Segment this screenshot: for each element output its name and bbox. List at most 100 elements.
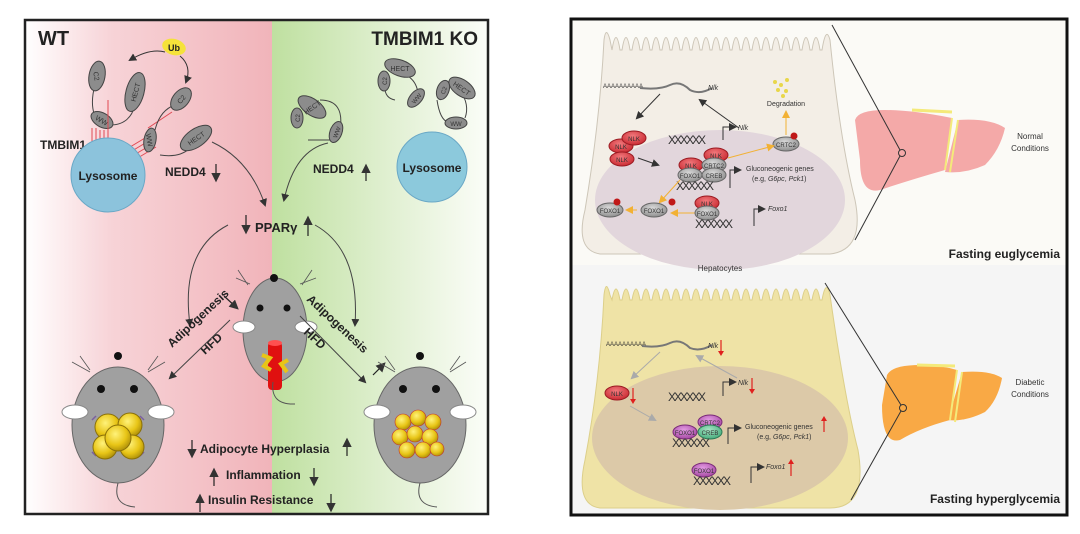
- outcome-label-1: Inflammation: [226, 468, 301, 482]
- outcome-label-2: Insulin Resistance: [208, 493, 314, 507]
- svg-text:NLK: NLK: [611, 392, 623, 398]
- gluco-complex-top: NLK NLK CRTC2 FOXO1 CREB XXXXXX Gluconeo…: [676, 143, 814, 193]
- svg-text:WW: WW: [144, 133, 153, 148]
- outcome-inflammation: Inflammation: [209, 467, 319, 487]
- svg-text:XXXXXX: XXXXXX: [695, 217, 733, 231]
- lysosome-ko-label: Lysosome: [403, 161, 462, 175]
- foxo1-export: FOXO1 FOXO1 NLK FOXO1 XXXXXX Foxo1: [596, 179, 788, 231]
- nedd4-ko-2: HECT C2 WW: [377, 58, 425, 108]
- pparg-to-adipo-ko: [314, 224, 360, 327]
- nedd4-ko-label: NEDD4: [313, 162, 354, 176]
- foxo1-gene-label-top: Foxo1: [768, 206, 788, 213]
- svg-text:C2: C2: [177, 94, 188, 105]
- svg-text:HECT: HECT: [390, 66, 410, 73]
- polyA-tail: AAAAAAAAAA: [603, 84, 643, 90]
- foxo1-bottom: FOXO1 XXXXXX Foxo1: [691, 459, 794, 488]
- nlk-mrna-label: Nlk: [708, 85, 719, 92]
- outcome-insulin-resistance: Insulin Resistance: [195, 493, 336, 513]
- svg-text:FOXO1: FOXO1: [694, 469, 715, 475]
- svg-text:C2: C2: [441, 85, 449, 95]
- condition-label-top-2: Conditions: [1011, 144, 1049, 153]
- svg-text:C2: C2: [91, 71, 99, 81]
- state-title-bottom: Fasting hyperglycemia: [930, 492, 1060, 506]
- hepatocyte-diabetic: [581, 286, 861, 510]
- gluco-complex-bottom: CRTC2 FOXO1 CREB XXXXXX Gluconeogenic ge…: [672, 414, 827, 450]
- dna-nlk-gene: XXXXXX Nlk: [668, 123, 749, 147]
- adipo-wt-down-arrow: [223, 295, 239, 310]
- svg-text:NLK: NLK: [615, 145, 627, 151]
- mouse-wt: [61, 352, 175, 508]
- svg-text:NLK: NLK: [628, 137, 640, 143]
- liver-normal: Normal Conditions: [831, 24, 1049, 241]
- svg-text:FOXO1: FOXO1: [600, 209, 621, 215]
- svg-text:C2: C2: [296, 114, 302, 122]
- left-panel-frame: [23, 18, 490, 516]
- svg-text:C2: C2: [383, 77, 389, 85]
- right-panel-frame: [569, 17, 1069, 517]
- svg-text:FOXO1: FOXO1: [675, 431, 696, 437]
- svg-text:CRTC2: CRTC2: [776, 143, 797, 149]
- nucleus-diabetic: [592, 366, 848, 510]
- tmbim1-label: TMBIM1: [40, 138, 86, 152]
- ubiquitin-bubble: [162, 38, 186, 56]
- pparg-to-adipo-wt: [185, 224, 229, 327]
- svg-text:XXXXXX: XXXXXX: [672, 436, 710, 450]
- nedd4-wt-label: NEDD4: [165, 165, 206, 179]
- svg-text:XXXXXX: XXXXXX: [676, 179, 714, 193]
- gluco-examples-bottom: (e.g, G6pc, Pck1): [757, 434, 811, 441]
- callout-line-bottom: [824, 282, 902, 501]
- callout-line-top: [831, 24, 901, 241]
- svg-text:NLK: NLK: [701, 202, 713, 208]
- svg-text:FOXO1: FOXO1: [644, 209, 665, 215]
- lysosome-ko: [396, 131, 468, 203]
- nedd4-ko-1: HECT C2 WW: [290, 95, 344, 144]
- svg-text:FOXO1: FOXO1: [680, 174, 701, 180]
- nedd4-to-pparg-arrow-ko: [281, 142, 329, 202]
- nedd4-wt-1: C2 HECT WW: [88, 60, 146, 130]
- pparg-label: PPARγ: [255, 220, 298, 235]
- top-pathway: AAAAAAAAAA Nlk XXXXXX Nlk Degradation CR…: [596, 78, 814, 231]
- wt-title: WT: [38, 28, 69, 50]
- outcome-adipocyte-hyperplasia: Adipocyte Hyperplasia: [187, 437, 352, 459]
- condition-label-top-1: Normal: [1017, 132, 1043, 141]
- outcome-label-0: Adipocyte Hyperplasia: [200, 442, 330, 456]
- svg-text:CRTC2: CRTC2: [704, 164, 725, 170]
- svg-text:CRTC2: CRTC2: [700, 421, 721, 427]
- nlk-mrna-label-bottom: Nlk: [708, 343, 719, 350]
- svg-text:XXXXXX: XXXXXX: [668, 390, 706, 404]
- svg-text:FOXO1: FOXO1: [697, 212, 718, 218]
- ub-arrow-left: [128, 50, 166, 62]
- svg-text:NLK: NLK: [685, 164, 697, 170]
- condition-label-bottom-1: Diabetic: [1016, 378, 1045, 387]
- polyA-tail-bottom: AAAAAAAAAA: [606, 342, 646, 348]
- svg-text:XXXXXX: XXXXXX: [693, 474, 731, 488]
- degradation-label: Degradation: [767, 101, 805, 108]
- foxo1-gene-label-bottom: Foxo1: [766, 464, 786, 471]
- nedd4-wt-2: C2 WW HECT: [143, 87, 213, 157]
- ub-label: Ub: [168, 43, 180, 53]
- lysosome-wt-label: Lysosome: [79, 169, 138, 183]
- nlk-cytoplasm: NLK NLK NLK: [608, 130, 660, 167]
- nlk-gene-label: Nlk: [738, 125, 749, 132]
- liver-diabetic: Diabetic Conditions: [824, 282, 1049, 501]
- mouse-center: [232, 269, 318, 405]
- svg-text:NLK: NLK: [710, 154, 722, 160]
- mouse-ko: [363, 352, 477, 508]
- ko-title: TMBIM1 KO: [371, 29, 478, 50]
- gluco-examples-top: (e.g, G6pc, Pck1): [752, 176, 806, 183]
- outcome-list: Adipocyte Hyperplasia Inflammation Insul…: [187, 437, 352, 513]
- degradation-group: Degradation CRTC2: [767, 78, 805, 152]
- svg-text:WW: WW: [333, 126, 343, 139]
- gluco-label-bottom: Gluconeogenic genes: [745, 424, 813, 431]
- adipo-ko-up-arrow: [372, 362, 386, 376]
- bottom-pathway: AAAAAAAAAA Nlk XXXXXX Nlk NLK CRTC2 FOXO…: [604, 340, 827, 488]
- hepatocytes-label: Hepatocytes: [698, 264, 742, 273]
- nlk-cytoplasm-bottom: [604, 385, 630, 401]
- svg-text:CREB: CREB: [706, 174, 723, 180]
- nedd4-ko-3: HECT C2 WW: [435, 76, 476, 130]
- nlk-gene-label-bottom: Nlk: [738, 380, 749, 387]
- nedd4-to-pparg-arrow-wt: [211, 141, 267, 207]
- left-panel: WT TMBIM1 KO Ub C2 HECT WW C2 WW: [23, 18, 490, 516]
- right-panel: AAAAAAAAAA Nlk XXXXXX Nlk Degradation CR…: [569, 17, 1069, 517]
